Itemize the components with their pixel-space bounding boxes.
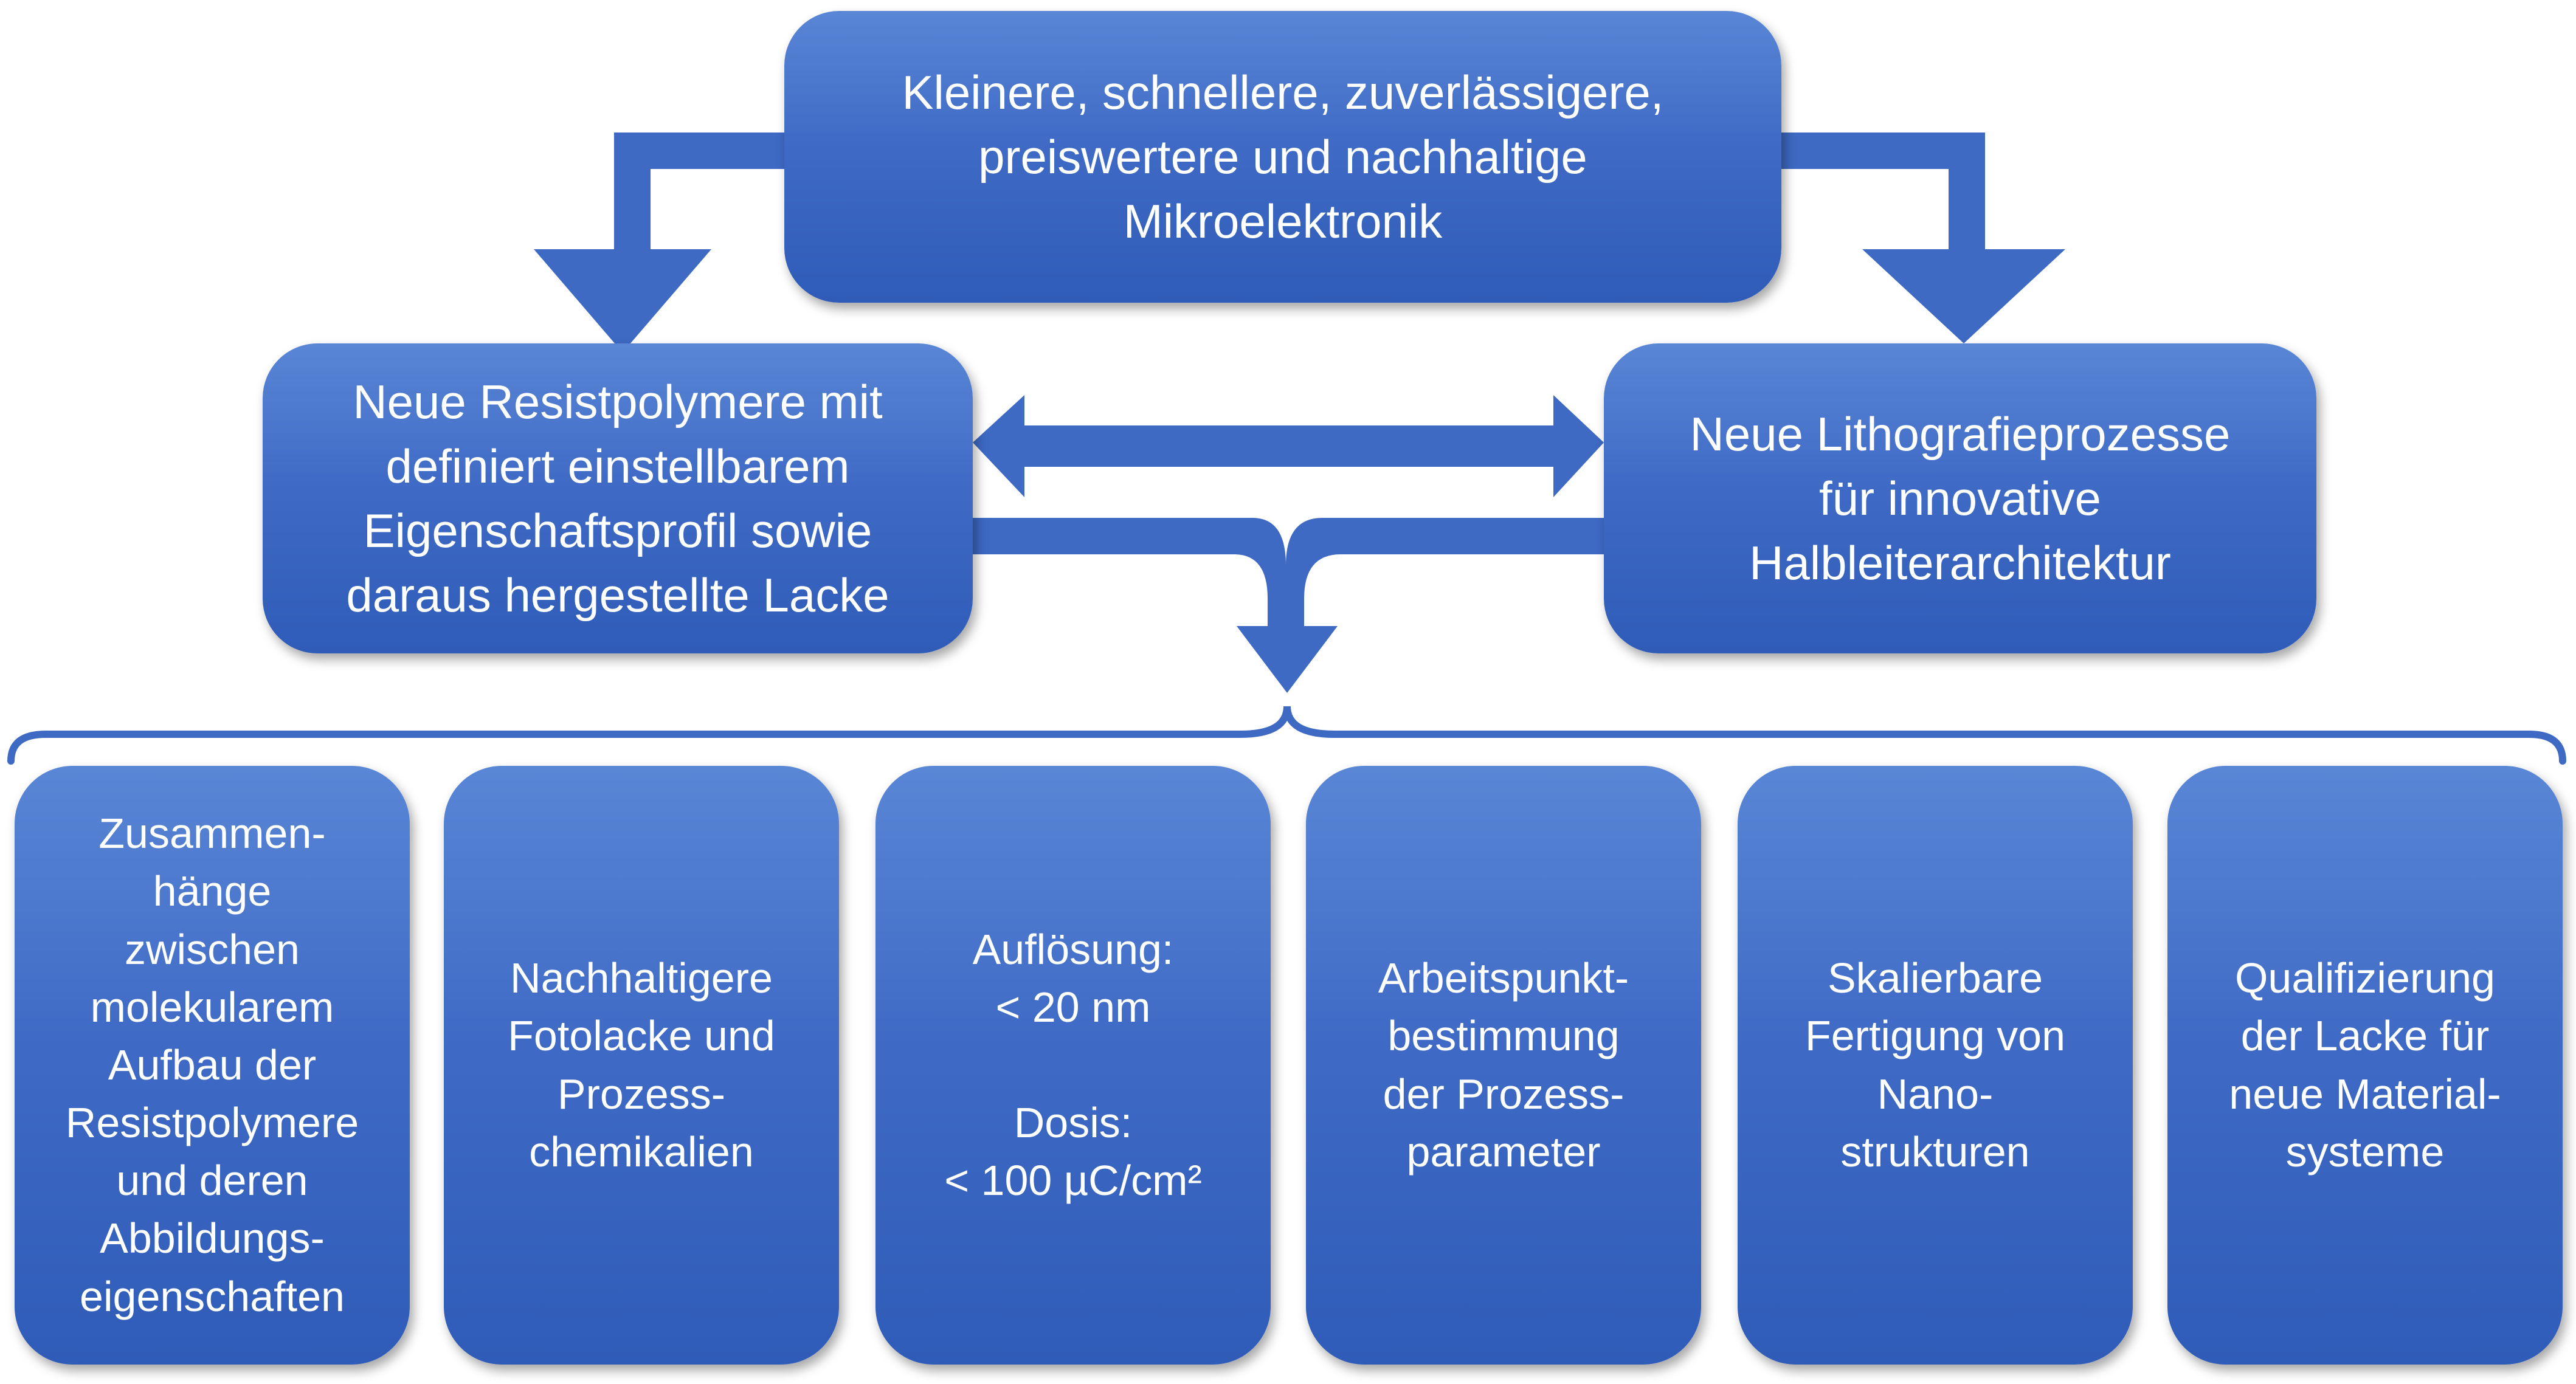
arrow-merge-down (973, 518, 1604, 693)
item-box-operating-point: Arbeitspunkt- bestimmung der Prozess- pa… (1306, 766, 1701, 1365)
item-box-resolution-dose: Auflösung: < 20 nm Dosis: < 100 µC/cm² (875, 766, 1271, 1365)
item-box-sustainable-resists: Nachhaltigere Fotolacke und Prozess- che… (444, 766, 839, 1365)
item-box-structure-property: Zusammen- hänge zwischen molekularem Auf… (15, 766, 410, 1365)
arrow-double-horizontal (973, 395, 1604, 497)
item-box-qualification: Qualifizierung der Lacke für neue Materi… (2167, 766, 2563, 1365)
resist-polymers-box: Neue Resistpolymere mit definiert einste… (263, 343, 973, 653)
arrow-top-to-left (534, 133, 784, 353)
goal-box: Kleinere, schnellere, zuverlässigere, pr… (784, 11, 1781, 303)
lithography-processes-box: Neue Lithografieprozesse für innovative … (1604, 343, 2316, 653)
arrow-top-to-right (1781, 133, 2065, 343)
curly-brace (7, 706, 2566, 765)
item-box-scalable-fabrication: Skalierbare Fertigung von Nano- struktur… (1738, 766, 2133, 1365)
